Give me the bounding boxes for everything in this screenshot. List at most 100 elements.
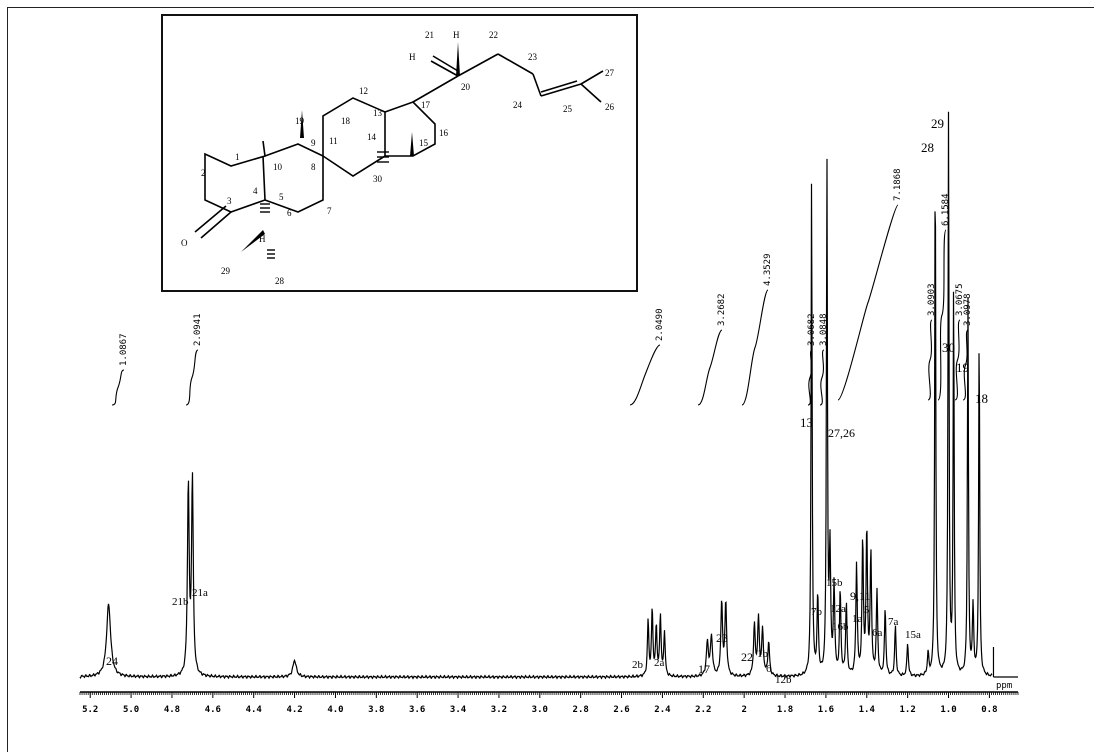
peak-label: 21b — [172, 596, 189, 608]
svg-text:7: 7 — [327, 206, 332, 216]
x-tick-label: 4.6 — [205, 705, 221, 715]
peak-label: 12a — [830, 603, 846, 615]
svg-text:21: 21 — [425, 30, 434, 40]
svg-text:15: 15 — [419, 138, 429, 148]
integral-curve — [111, 369, 125, 406]
peak-label: 2b — [632, 659, 644, 671]
molecule-structure: 1 2 3 4 5 6 7 8 9 10 11 12 13 14 15 16 1… — [181, 30, 615, 286]
svg-text:10: 10 — [273, 162, 283, 172]
svg-text:16: 16 — [439, 128, 449, 138]
peak-label: 2a — [654, 657, 665, 669]
integral-value: 4.3529 — [763, 253, 773, 286]
svg-text:28: 28 — [275, 276, 285, 286]
peak-label: 28 — [921, 140, 934, 155]
integral-value: 1.0867 — [119, 333, 129, 366]
integral-curve — [962, 329, 969, 401]
peak-label: 27,26 — [828, 426, 855, 440]
svg-text:19: 19 — [295, 116, 305, 126]
x-tick-label: 3.4 — [450, 705, 467, 715]
svg-text:25: 25 — [563, 104, 573, 114]
integral-value: 6.1584 — [941, 193, 951, 226]
integral-value: 3.0675 — [955, 283, 965, 316]
peak-label: 15a — [905, 629, 921, 641]
svg-text:H: H — [453, 30, 460, 40]
atom-labels: 1 2 3 4 5 6 7 8 9 10 11 12 13 14 15 16 1… — [181, 30, 615, 286]
x-tick-label: 2 — [741, 705, 746, 715]
x-tick-label: 2.4 — [654, 705, 671, 715]
x-tick-label: 4.8 — [164, 705, 180, 715]
x-tick-label: 4.0 — [327, 705, 343, 715]
integral-curve — [741, 289, 769, 406]
svg-text:4: 4 — [253, 186, 258, 196]
wedge-bonds — [241, 42, 460, 252]
peak-label: 22 — [741, 650, 753, 664]
x-tick-label: 1.8 — [777, 705, 793, 715]
integral-curve — [837, 204, 899, 401]
peak-label: 24 — [106, 654, 118, 668]
peak-label: 19 — [956, 360, 969, 375]
integral-value: 3.2682 — [717, 293, 727, 326]
svg-text:O: O — [181, 238, 188, 248]
integral-value: 3.0903 — [927, 283, 937, 316]
svg-text:11: 11 — [329, 136, 338, 146]
svg-text:12: 12 — [359, 86, 368, 96]
x-tick-label: 3.0 — [532, 705, 548, 715]
x-tick-label: 3.2 — [491, 705, 507, 715]
peak-label: 13 — [800, 415, 813, 430]
x-tick-label: 1.2 — [900, 705, 916, 715]
x-tick-label: 4.2 — [286, 705, 302, 715]
integral-curve — [954, 319, 961, 401]
x-tick-label: 2.8 — [573, 705, 589, 715]
svg-text:6: 6 — [287, 208, 292, 218]
peak-label: 6 — [766, 663, 772, 675]
hashed-bonds — [260, 151, 389, 259]
x-tick-label: 3.8 — [368, 705, 384, 715]
svg-text:2: 2 — [201, 168, 206, 178]
svg-text:3: 3 — [227, 196, 232, 206]
integral-curve — [937, 229, 947, 401]
x-tick-label: 1.4 — [859, 705, 876, 715]
x-tick-label: 1.0 — [940, 705, 956, 715]
svg-text:24: 24 — [513, 100, 523, 110]
figure-frame — [7, 7, 1094, 752]
peak-label: 6a — [872, 627, 883, 639]
structure-bonds — [194, 53, 604, 239]
x-axis-label: ppm — [996, 681, 1012, 691]
x-tick-label: 2.6 — [613, 705, 629, 715]
peak-label: 17 — [698, 662, 710, 676]
svg-text:22: 22 — [489, 30, 498, 40]
integral-curve — [927, 319, 933, 401]
x-tick-label: 5.0 — [123, 705, 139, 715]
x-tick-label: 2.2 — [695, 705, 711, 715]
svg-text:30: 30 — [373, 174, 383, 184]
peak-label: 29 — [931, 116, 944, 131]
svg-text:1: 1 — [235, 152, 240, 162]
svg-text:18: 18 — [341, 116, 351, 126]
integral-curve — [629, 344, 661, 406]
svg-text:27: 27 — [605, 68, 615, 78]
svg-text:14: 14 — [367, 132, 377, 142]
x-tick-label: 1.6 — [818, 705, 834, 715]
svg-text:20: 20 — [461, 82, 471, 92]
spectrum-trace — [79, 111, 1018, 680]
svg-text:13: 13 — [373, 108, 383, 118]
svg-text:H: H — [409, 52, 416, 62]
integral-curve — [185, 349, 199, 406]
svg-text:29: 29 — [221, 266, 231, 276]
integral-value: 3.0848 — [819, 313, 829, 346]
peak-label: 1b — [757, 648, 769, 660]
molecule-structure-box: 1 2 3 4 5 6 7 8 9 10 11 12 13 14 15 16 1… — [161, 14, 638, 292]
x-tick-label: 5.2 — [82, 705, 98, 715]
x-tick-label: 0.8 — [981, 705, 997, 715]
x-tick-label: 3.6 — [409, 705, 425, 715]
svg-text:9: 9 — [311, 138, 316, 148]
svg-text:8: 8 — [311, 162, 316, 172]
integral-value: 2.0490 — [655, 308, 665, 341]
peak-label: 5 — [864, 604, 870, 616]
svg-text:17: 17 — [421, 100, 431, 110]
peak-label: 7a — [888, 616, 899, 628]
svg-text:5: 5 — [279, 192, 284, 202]
integral-curve — [697, 329, 723, 406]
